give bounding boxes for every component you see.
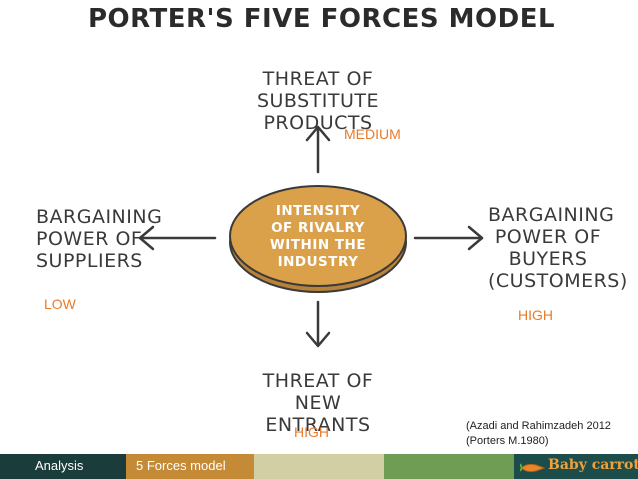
logo-text: Baby carrots <box>548 457 638 473</box>
footer-topic-label: 5 Forces model <box>136 458 226 473</box>
arrow-right-icon <box>413 225 484 251</box>
arrow-down-icon <box>305 300 331 348</box>
right-force-label: BARGAINING POWER OF BUYERS (CUSTOMERS) <box>488 204 628 292</box>
top-force-rating: MEDIUM <box>344 126 401 142</box>
footer-section-tab[interactable]: Analysis <box>0 454 126 479</box>
carrot-icon <box>520 463 546 473</box>
arrow-left-icon <box>138 225 217 251</box>
center-force-label: INTENSITY OF RIVALRY WITHIN THE INDUSTRY <box>269 203 367 270</box>
right-force-rating: HIGH <box>518 307 553 323</box>
footer-band-sand <box>254 454 384 479</box>
top-force-label: THREAT OF SUBSTITUTE PRODUCTS <box>256 68 380 134</box>
arrow-up-icon <box>305 125 331 174</box>
left-force-rating: LOW <box>44 296 76 312</box>
bottom-force-rating: HIGH <box>294 424 329 440</box>
citation: (Azadi and Rahimzadeh 2012 (Porters M.19… <box>466 420 611 447</box>
footer-logo: Baby carrots <box>514 454 638 479</box>
footer-section-label: Analysis <box>35 458 84 473</box>
rivalry-disc-icon <box>229 185 407 293</box>
page-title: PORTER'S FIVE FORCES MODEL <box>88 4 556 34</box>
footer-topic-tab[interactable]: 5 Forces model <box>126 454 254 479</box>
footer-band-green <box>384 454 514 479</box>
bottom-force-label: THREAT OF NEW ENTRANTS <box>262 370 374 436</box>
left-force-label: BARGAINING POWER OF SUPPLIERS <box>36 206 163 272</box>
